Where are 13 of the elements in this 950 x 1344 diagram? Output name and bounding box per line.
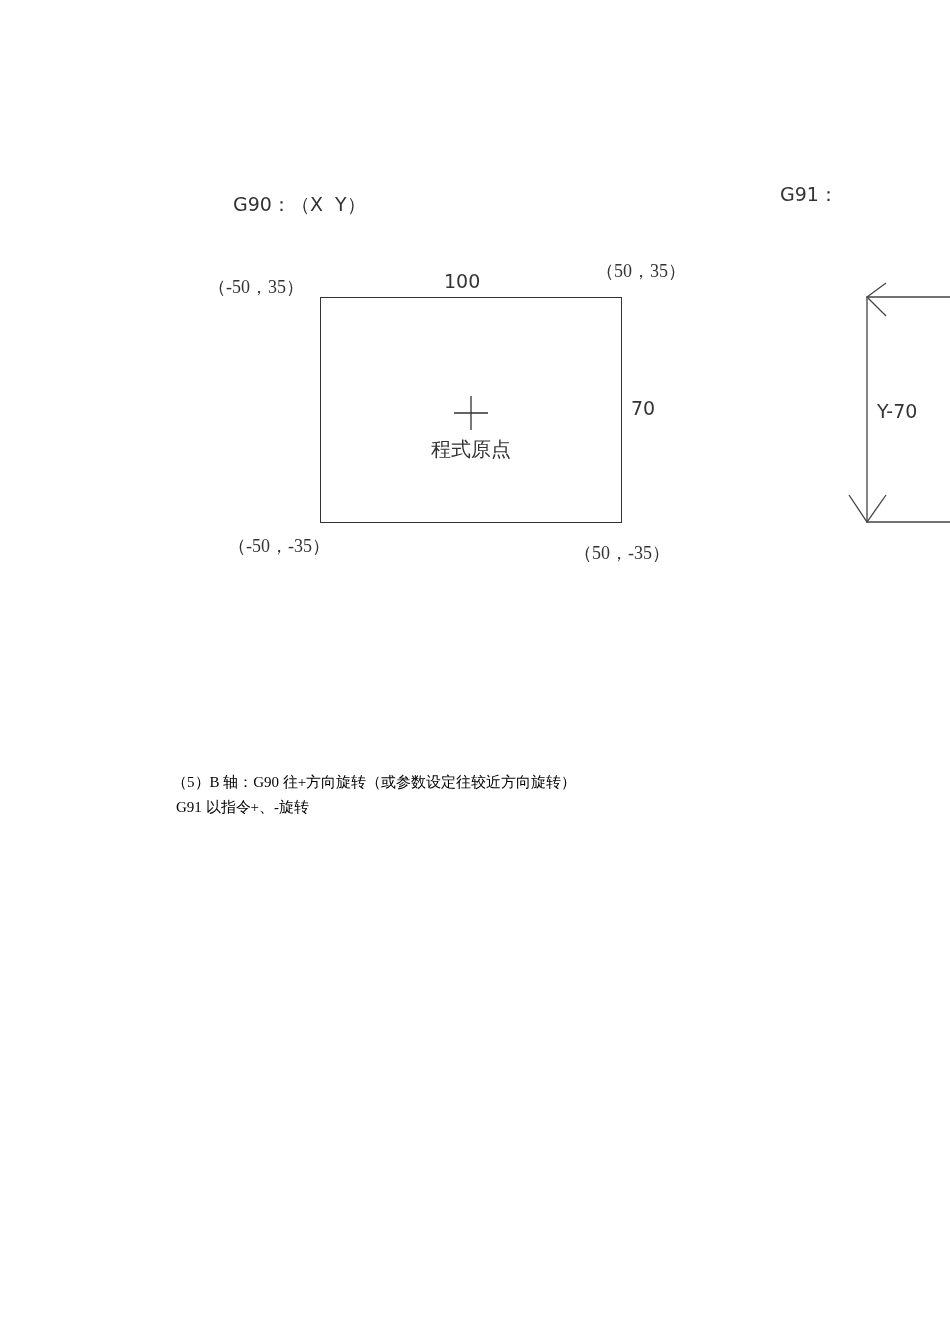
origin-label: 程式原点	[431, 437, 511, 462]
coordinate-label: （-50，35）	[208, 276, 304, 299]
coordinate-label: （-50，-35）	[228, 535, 330, 558]
heading-label: G90：（X Y）	[233, 193, 366, 217]
note-text: G91 以指令+、-旋转	[176, 798, 310, 817]
dimension-label: 100	[444, 270, 481, 294]
note-text: （5）B 轴：G90 往+方向旋转（或参数设定往较近方向旋转）	[172, 773, 577, 792]
coordinate-label: （50，35）	[596, 260, 686, 283]
coordinate-label: （50，-35）	[574, 542, 670, 565]
dimension-label: 70	[631, 397, 656, 421]
move-label: Y-70	[877, 400, 918, 424]
heading-label: G91：	[780, 183, 838, 207]
workpiece-rectangle	[320, 297, 622, 523]
